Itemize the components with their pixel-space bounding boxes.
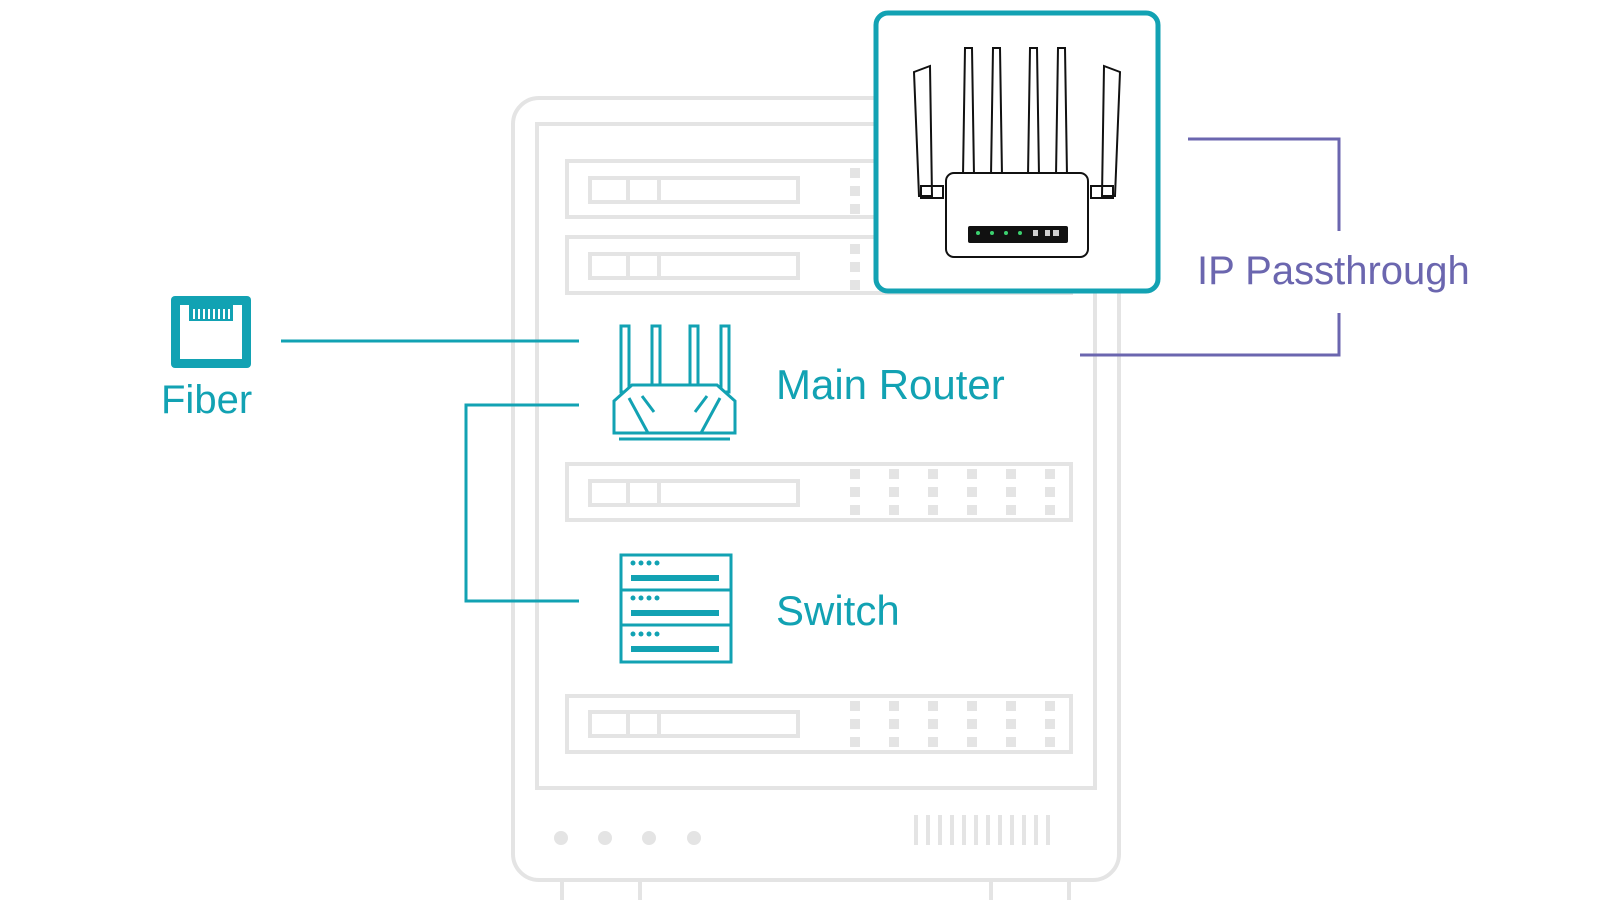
ip-passthrough-bracket — [1080, 137, 1341, 357]
ip-passthrough-label: IP Passthrough — [1197, 249, 1470, 293]
router-status-leds — [976, 230, 1059, 236]
rack-port-leds — [850, 168, 1055, 747]
ethernet-port-icon — [171, 296, 251, 368]
connection-lines — [281, 339, 579, 603]
server-stack-icon — [619, 553, 733, 664]
fiber-label: Fiber — [161, 378, 253, 422]
wifi-router-device-icon — [912, 47, 1122, 258]
router-to-switch-line — [464, 403, 579, 603]
switch-label: Switch — [776, 587, 900, 634]
main-router-label: Main Router — [776, 361, 1005, 408]
server-rack-illustration — [511, 96, 1121, 900]
router-icon — [612, 324, 737, 441]
rack-status-dots — [554, 831, 701, 845]
